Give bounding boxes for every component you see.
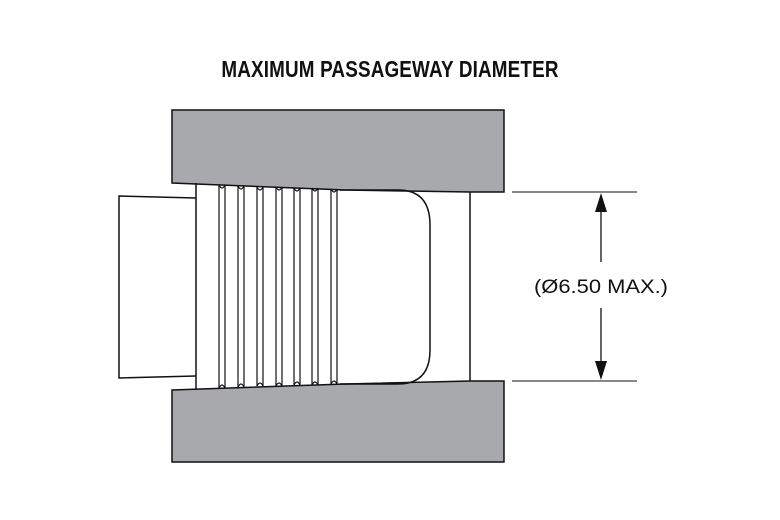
- arrowhead-down-icon: [595, 361, 607, 380]
- rib-notch: [330, 188, 338, 193]
- rib-notch: [237, 185, 245, 190]
- rib-notch: [275, 186, 283, 191]
- diagram-title: MAXIMUM PASSAGEWAY DIAMETER: [221, 56, 559, 82]
- rib-notch: [256, 382, 264, 387]
- rib-notch: [330, 380, 338, 385]
- sealing-ribs: [218, 184, 338, 389]
- housing-lower-wall: [171, 380, 505, 463]
- rib-notch: [311, 187, 319, 192]
- rib-notch: [275, 382, 283, 387]
- connector-tip: [340, 189, 431, 385]
- rib-notch: [293, 187, 301, 192]
- dimension-label: (Ø6.50 MAX.): [534, 277, 668, 298]
- rib-notch: [237, 383, 245, 388]
- rib-notch: [311, 381, 319, 386]
- rib-notch: [256, 186, 264, 191]
- rib-notch: [218, 184, 226, 189]
- arrowhead-up-icon: [595, 193, 607, 212]
- rib-notch: [293, 381, 301, 386]
- connector-shank: [118, 195, 197, 379]
- housing-upper-wall: [171, 109, 505, 193]
- rib-notch: [218, 384, 226, 389]
